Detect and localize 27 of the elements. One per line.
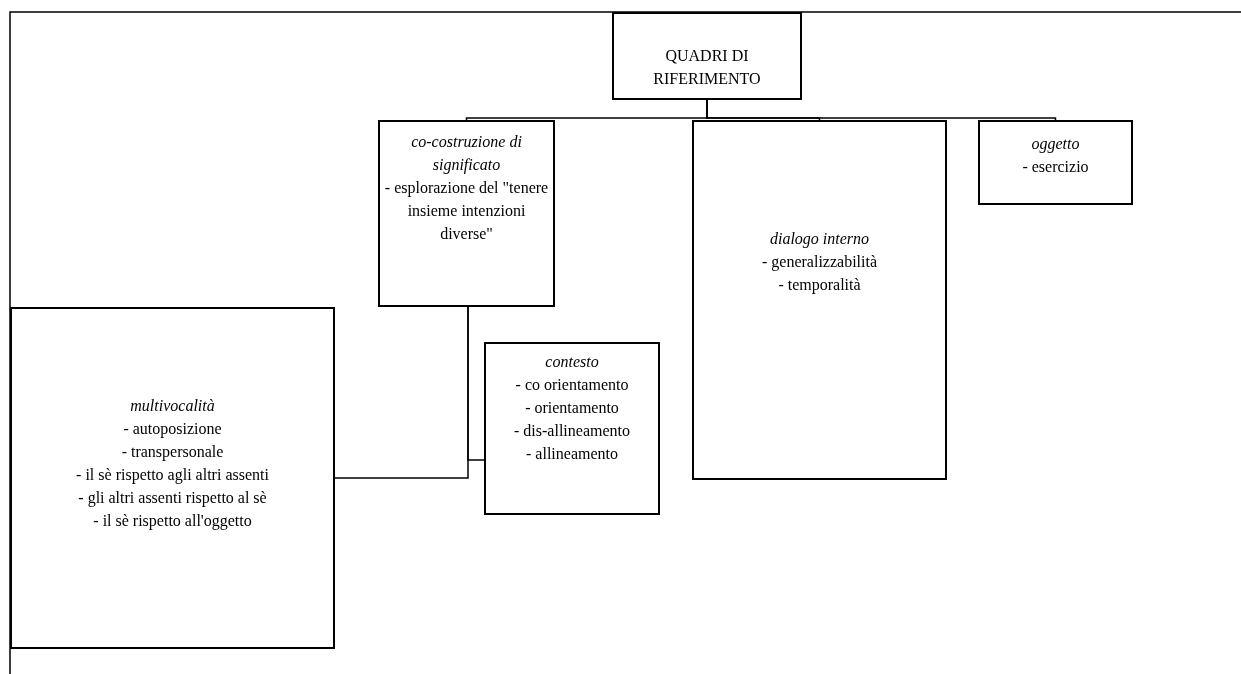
box-heading: co-costruzione di significato	[410, 132, 523, 176]
box-text: - autoposizione	[123, 419, 222, 440]
box-text: - co orientamento	[515, 375, 629, 395]
box-heading: contesto	[545, 352, 599, 372]
box-text: - transpersonale	[121, 442, 224, 463]
concept-box	[378, 120, 555, 307]
concept-box	[612, 12, 802, 100]
box-text: - temporalità	[778, 275, 861, 296]
box-text: - esercizio	[1022, 157, 1089, 177]
connector-line	[706, 99, 1057, 121]
box-heading: multivocalità	[130, 396, 215, 416]
box-text: QUADRI DI RIFERIMENTO	[652, 46, 762, 89]
concept-box	[484, 342, 660, 515]
box-text: - gli altri assenti rispetto al sè	[78, 488, 267, 509]
box-text: - il sè rispetto all'oggetto	[93, 511, 252, 532]
concept-box	[10, 307, 335, 649]
box-heading: oggetto	[1031, 134, 1080, 155]
box-text: - generalizzabilità	[761, 252, 877, 273]
box-text: - orientamento	[525, 398, 619, 418]
box-heading: dialogo interno	[769, 229, 870, 250]
box-text: - allineamento	[526, 444, 618, 464]
box-text: - il sè rispetto agli altri assenti	[76, 465, 269, 486]
concept-box	[978, 120, 1133, 205]
box-text: - esplorazione del "tenere insieme intenzioni diverse"	[384, 178, 549, 244]
concept-box	[692, 120, 947, 480]
connector-line	[467, 306, 485, 461]
box-text: - dis-allineamento	[514, 421, 630, 441]
